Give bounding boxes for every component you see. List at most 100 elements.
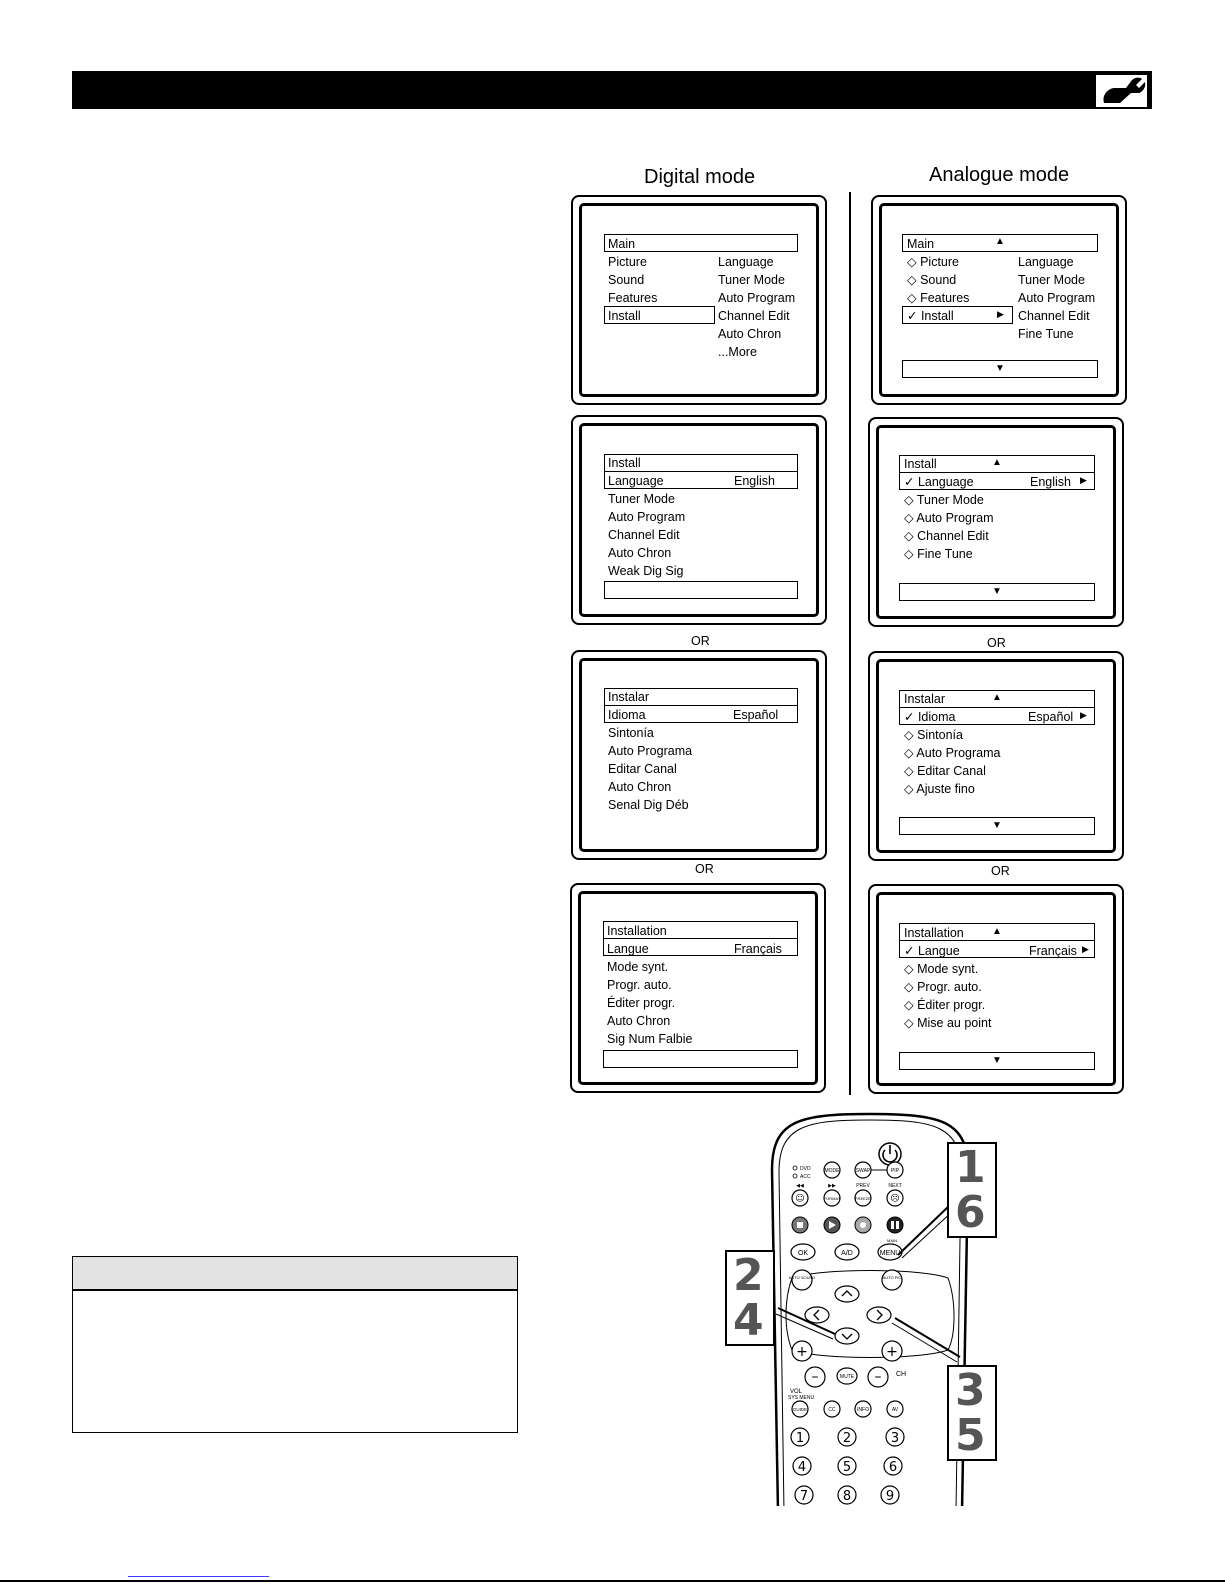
highlight-box xyxy=(604,306,715,324)
diamond-icon: ◇ xyxy=(904,547,918,561)
guide-button[interactable] xyxy=(791,1400,809,1418)
menu-item-value: English xyxy=(1030,475,1071,489)
mute-button[interactable] xyxy=(836,1367,858,1385)
step-pointer-lines xyxy=(775,1204,961,1363)
menu-title: Installation xyxy=(904,926,964,940)
number-4-button[interactable] xyxy=(792,1456,812,1476)
submenu-item: Channel Edit xyxy=(1018,309,1090,323)
svg-text:MUTE: MUTE xyxy=(840,1374,855,1380)
svg-text:4: 4 xyxy=(798,1460,806,1475)
pip-button[interactable] xyxy=(886,1161,904,1179)
svg-text:9: 9 xyxy=(886,1489,894,1504)
diamond-icon: ◇ xyxy=(904,746,917,760)
footer-rule xyxy=(0,1580,1225,1582)
ch-label: CH xyxy=(896,1371,906,1378)
menu-item: ◇ Editar Canal xyxy=(904,764,986,778)
wrench-icon xyxy=(1094,73,1149,109)
check-icon: ✓ xyxy=(904,710,918,724)
number-8-button[interactable] xyxy=(837,1485,857,1505)
volume-down-button[interactable] xyxy=(804,1366,826,1388)
channel-up-button[interactable] xyxy=(881,1340,903,1362)
menu-item: Sound xyxy=(608,273,645,287)
svg-text:SWAP: SWAP xyxy=(856,1168,871,1174)
footer-link-underline[interactable] xyxy=(128,1576,269,1577)
step-number: 6 xyxy=(955,1187,986,1238)
svg-text:PIP: PIP xyxy=(891,1168,900,1174)
number-9-button[interactable] xyxy=(880,1485,900,1505)
menu-title: Install xyxy=(608,456,641,470)
diamond-icon: ◇ xyxy=(904,998,918,1012)
diamond-icon: ◇ xyxy=(904,980,918,994)
number-3-button[interactable] xyxy=(885,1427,905,1447)
format-button[interactable] xyxy=(823,1189,841,1207)
svg-text:A/D: A/D xyxy=(841,1250,853,1257)
down-arrow-icon: ▼ xyxy=(995,363,1005,374)
freeze-button[interactable] xyxy=(854,1189,872,1207)
menu-title: Main xyxy=(608,237,636,251)
svg-text:–: – xyxy=(812,1369,819,1385)
menu-item: ◇ Channel Edit xyxy=(904,529,989,543)
volume-up-button[interactable] xyxy=(791,1340,813,1362)
submenu-item: Auto Program xyxy=(718,291,796,305)
menu-item-value: Français xyxy=(1029,944,1077,958)
info-button[interactable] xyxy=(854,1400,872,1418)
auto-sound-button[interactable] xyxy=(791,1269,813,1291)
left-button[interactable] xyxy=(804,1306,830,1324)
down-button[interactable] xyxy=(834,1327,860,1345)
menu-bottom-bar xyxy=(899,583,1095,601)
column-divider xyxy=(849,192,851,1095)
menu-item: Auto Program xyxy=(608,510,686,524)
menu-item-value: Français xyxy=(734,942,782,956)
av-button[interactable] xyxy=(886,1400,904,1418)
ok-button[interactable] xyxy=(790,1243,816,1261)
header-bar xyxy=(72,71,1152,109)
up-button[interactable] xyxy=(834,1285,860,1303)
menu-item: ◇ Auto Programa xyxy=(904,746,1001,760)
number-6-button[interactable] xyxy=(883,1456,903,1476)
svg-text:OK: OK xyxy=(798,1250,808,1257)
menu-title: Instalar xyxy=(904,692,945,706)
dvd-led-label: DVD xyxy=(800,1166,811,1172)
menu-bottom-bar xyxy=(603,1050,798,1068)
diamond-icon: ◇ xyxy=(904,529,918,543)
cc-button[interactable] xyxy=(823,1400,841,1418)
menu-item: Tuner Mode xyxy=(608,492,675,506)
digital-main-screen xyxy=(571,195,827,405)
number-1-button[interactable] xyxy=(790,1427,810,1447)
svg-text:CC: CC xyxy=(828,1407,836,1413)
number-5-button[interactable] xyxy=(837,1456,857,1476)
svg-text:AV: AV xyxy=(892,1407,899,1413)
right-button[interactable] xyxy=(866,1306,892,1324)
svg-text:MENU: MENU xyxy=(880,1250,901,1257)
or-label: OR xyxy=(991,864,1010,878)
svg-text:AUTO SOUND: AUTO SOUND xyxy=(789,1275,816,1280)
svg-text:8: 8 xyxy=(843,1489,851,1504)
menu-item: ◇ Mode synt. xyxy=(904,962,979,976)
menu-bottom-bar xyxy=(899,817,1095,835)
ad-button[interactable] xyxy=(834,1243,860,1261)
acc-led-label: ACC xyxy=(800,1174,811,1180)
up-arrow-icon: ▲ xyxy=(992,692,1002,703)
mode-button[interactable] xyxy=(823,1161,841,1179)
note-box xyxy=(72,1256,518,1433)
up-arrow-icon: ▲ xyxy=(995,236,1005,247)
channel-down-button[interactable] xyxy=(867,1366,889,1388)
menu-bottom-bar xyxy=(604,581,798,599)
vol-label: VOL xyxy=(790,1389,803,1395)
menu-item: Progr. auto. xyxy=(607,978,672,992)
number-2-button[interactable] xyxy=(837,1427,857,1447)
svg-text:2: 2 xyxy=(843,1431,851,1446)
menu-item: Auto Chron xyxy=(607,1014,671,1028)
menu-title-bar xyxy=(902,234,1098,252)
diamond-icon: ◇ xyxy=(904,1016,918,1030)
menu-item: Senal Dig Déb xyxy=(608,798,689,812)
frown-button[interactable] xyxy=(886,1189,904,1207)
submenu-item: Language xyxy=(718,255,774,269)
auto-pic-button[interactable] xyxy=(881,1269,903,1291)
digital-install-screen-spanish xyxy=(571,650,827,860)
number-7-button[interactable] xyxy=(794,1485,814,1505)
or-label: OR xyxy=(987,636,1006,650)
submenu-item: Auto Program xyxy=(1018,291,1096,305)
smiley-button[interactable] xyxy=(791,1189,809,1207)
menu-item: Auto Chron xyxy=(608,780,672,794)
